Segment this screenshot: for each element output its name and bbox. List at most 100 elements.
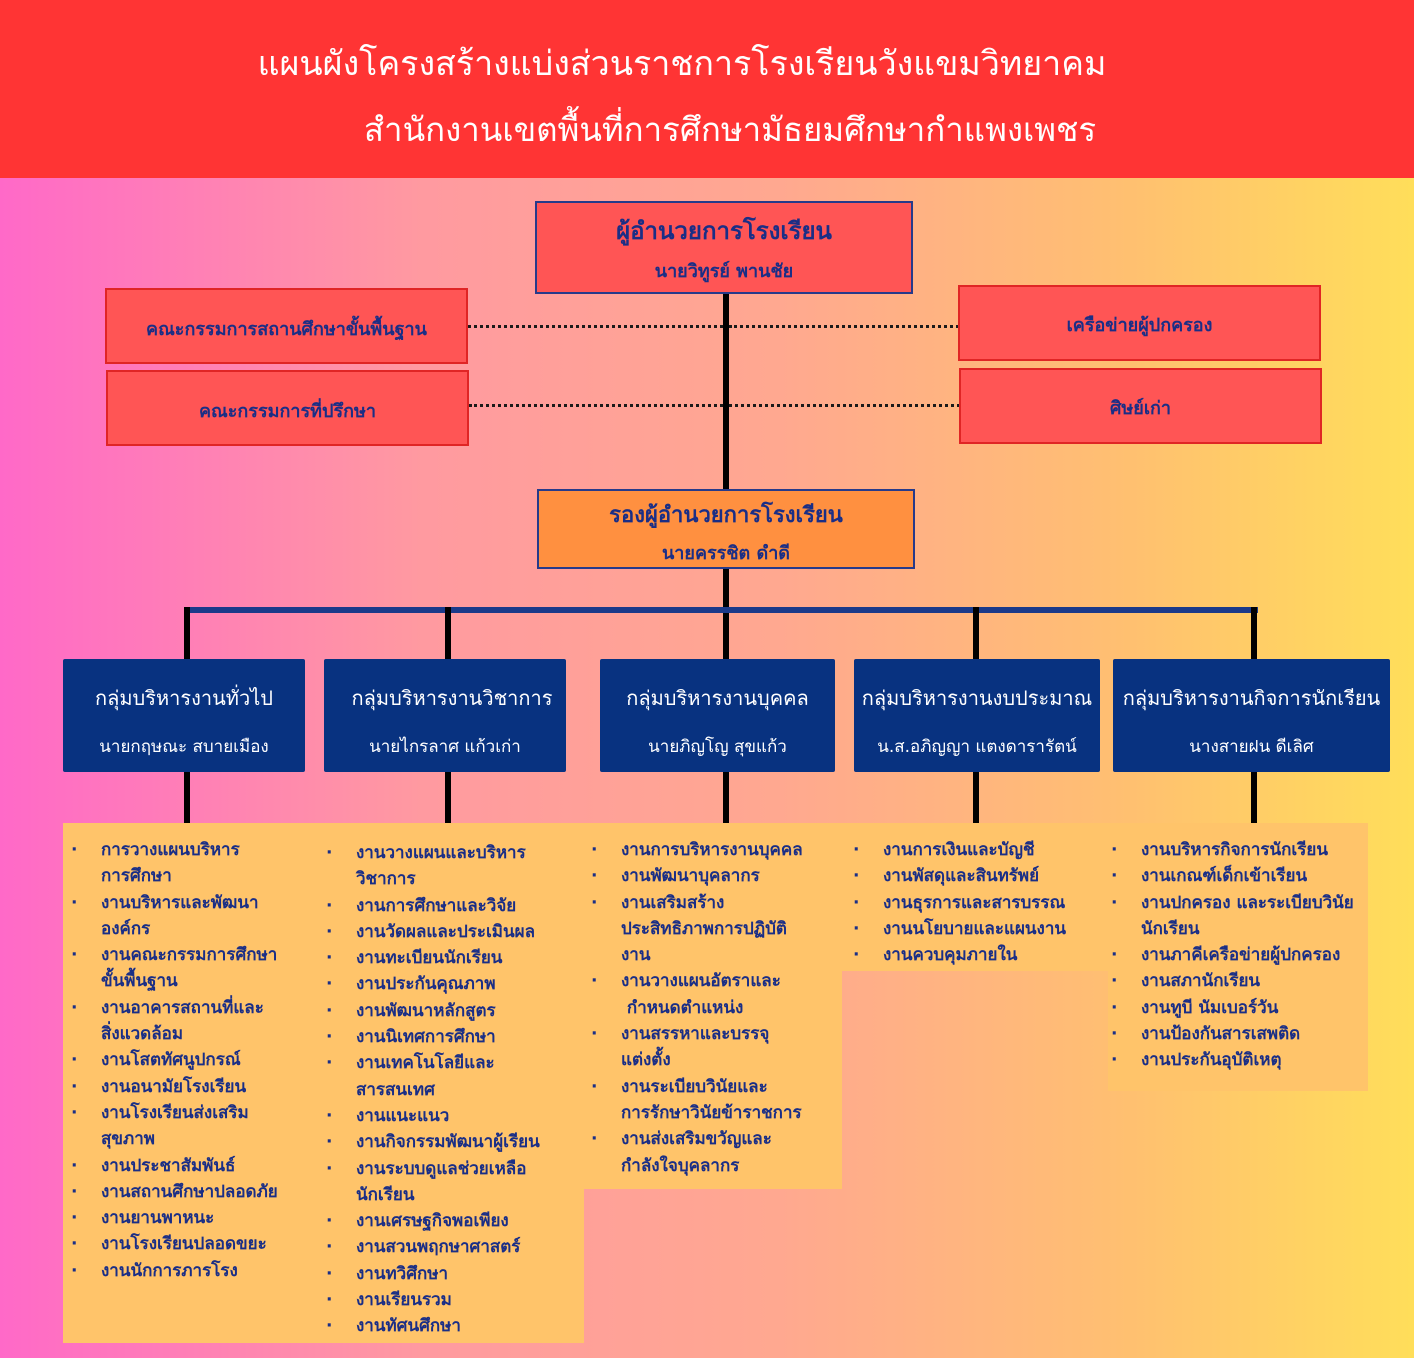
bullet-icon: · xyxy=(1111,840,1118,860)
alumni-label: ศิษย์เก่า xyxy=(1110,398,1171,419)
task-item: ·งานทูบี นัมเบอร์วัน xyxy=(1111,995,1368,1021)
task-label: งานเศรษฐกิจพอเพียง xyxy=(356,1211,509,1232)
task-label: งานโรงเรียนปลอดขยะ xyxy=(101,1234,267,1255)
task-label: งานสวนพฤกษาศาสตร์ xyxy=(356,1237,521,1258)
task-item: ·งานนโยบายและแผนงาน xyxy=(853,916,1108,942)
task-item: · งานประกันอุบัติเหตุ xyxy=(1111,1047,1368,1073)
bullet-icon: · xyxy=(853,945,860,966)
task-item: · งานวัดผลและประเมินผล xyxy=(326,919,584,945)
bullet-icon: · xyxy=(71,840,78,860)
task-item: ·งานทะเบียนนักเรียน xyxy=(326,945,584,971)
bullet-icon: · xyxy=(71,1050,78,1071)
bullet-icon: · xyxy=(326,1027,333,1048)
bullet-icon: · xyxy=(71,1234,78,1255)
task-label: งานกิจกรรมพัฒนาผู้เรียน xyxy=(356,1132,540,1153)
bullet-icon: · xyxy=(591,1076,598,1097)
group-academic-person: นายไกรลาศ แก้วเก่า xyxy=(369,737,521,757)
bullet-icon: · xyxy=(591,1129,598,1150)
task-label: งานวัดผลและประเมินผล xyxy=(356,921,536,942)
deputy-director-name: นายครรชิต ดำดี xyxy=(662,543,790,564)
task-label: งานสภานักเรียน xyxy=(1141,971,1261,992)
group-student-affairs-box: กลุ่มบริหารงานกิจการนักเรียน นางสายฝน ดี… xyxy=(1113,659,1390,772)
bullet-icon: · xyxy=(853,866,860,887)
tasks-panel-budget: ·งานการเงินและบัญชี · งานพัสดุและสินทรัพย์… xyxy=(842,823,1108,971)
bullet-icon: · xyxy=(591,892,598,913)
bullet-icon: · xyxy=(71,892,78,913)
task-label: งานภาคีเครือข่ายผู้ปกครอง xyxy=(1141,945,1341,966)
task-item: · งานเทคโนโลยีและ สารสนเทศ xyxy=(326,1050,584,1103)
task-item: ·งานยานพาหนะ xyxy=(71,1205,325,1231)
task-item: ·งานประกันคุณภาพ xyxy=(326,971,584,997)
group-academic-title: กลุ่มบริหารงานวิชาการ xyxy=(351,686,553,710)
task-item: ·งานโรงเรียนส่งเสริม สุขภาพ xyxy=(71,1100,325,1153)
alumni-box: ศิษย์เก่า xyxy=(959,368,1322,444)
task-item: · งานพัฒนาหลักสูตร xyxy=(326,998,584,1024)
group-personnel-box: กลุ่มบริหารงานบุคคล นายภิญโญ สุขแก้ว xyxy=(600,659,835,772)
bullet-icon: · xyxy=(326,921,333,942)
task-label: งานพัฒนาหลักสูตร xyxy=(356,1000,496,1021)
task-label: งานประกันอุบัติเหตุ xyxy=(1141,1050,1282,1071)
advisory-committee-label: คณะกรรมการที่ปรึกษา xyxy=(198,401,376,422)
task-label: งานพัสดุและสินทรัพย์ xyxy=(883,866,1040,887)
group-student-affairs-title: กลุ่มบริหารงานกิจการนักเรียน xyxy=(1122,686,1381,710)
task-item: ·งานประชาสัมพันธ์ xyxy=(71,1153,325,1179)
task-item: · การวางแผนบริหาร การศึกษา xyxy=(71,837,325,890)
task-item: ·งานทวิศึกษา xyxy=(326,1261,584,1287)
page-subtitle: สำนักงานเขตพื้นที่การศึกษามัธยมศึกษากำแพ… xyxy=(363,110,1097,149)
task-label: งานพัฒนาบุคลากร xyxy=(621,866,760,887)
bullet-icon: · xyxy=(1111,866,1118,887)
tasks-panel-general-admin: · การวางแผนบริหาร การศึกษา · งานบริหารและพั… xyxy=(63,823,325,1343)
bullet-icon: · xyxy=(71,997,78,1018)
bullet-icon: · xyxy=(71,1181,78,1202)
bullet-icon: · xyxy=(326,1290,333,1311)
deputy-director-box: รองผู้อำนวยการโรงเรียน นายครรชิต ดำดี xyxy=(537,489,915,569)
group-academic-box: กลุ่มบริหารงานวิชาการ นายไกรลาศ แก้วเก่า xyxy=(324,659,566,772)
bullet-icon: · xyxy=(71,1102,78,1123)
task-label: การวางแผนบริหาร การศึกษา xyxy=(101,840,240,887)
task-label: งานสถานศึกษาปลอดภัย xyxy=(101,1181,278,1202)
task-label: งานบริหารและพัฒนา องค์กร xyxy=(101,892,259,939)
task-list-budget: ·งานการเงินและบัญชี · งานพัสดุและสินทรัพย์… xyxy=(842,823,1108,968)
task-item: ·งานการเงินและบัญชี xyxy=(853,837,1108,863)
bullet-icon: · xyxy=(591,840,598,860)
bullet-icon: · xyxy=(1111,997,1118,1018)
group-budget-title: กลุ่มบริหารงานงบประมาณ xyxy=(861,686,1093,710)
task-item: ·งานเรียนรวม xyxy=(326,1287,584,1313)
bullet-icon: · xyxy=(1111,1050,1118,1071)
group-general-admin-person: นายกฤษณะ สบายเมือง xyxy=(99,737,269,757)
task-item: ·งานพัฒนาบุคลากร xyxy=(591,863,842,889)
task-label: งานปกครอง และระเบียบวินัย นักเรียน xyxy=(1141,892,1354,939)
task-label: งานควบคุมภายใน xyxy=(883,945,1018,966)
group-general-admin-title: กลุ่มบริหารงานทั่วไป xyxy=(95,686,273,710)
task-item: · งานพัสดุและสินทรัพย์ xyxy=(853,863,1108,889)
director-title: ผู้อำนวยการโรงเรียน xyxy=(616,217,832,245)
bullet-icon: · xyxy=(326,1132,333,1153)
task-label: งานการศึกษาและวิจัย xyxy=(356,895,517,916)
bullet-icon: · xyxy=(326,1053,333,1074)
bullet-icon: · xyxy=(326,1158,333,1179)
header-banner: แผนผังโครงสร้างแบ่งส่วนราชการโรงเรียนวัง… xyxy=(0,0,1414,178)
task-label: งานเทคโนโลยีและ สารสนเทศ xyxy=(356,1053,495,1100)
group-drop-line-2 xyxy=(445,607,451,661)
task-label: งานป้องกันสารเสพติด xyxy=(1141,1024,1301,1045)
task-label: งานโสตทัศนูปกรณ์ xyxy=(101,1050,241,1071)
task-label: งานนิเทศการศึกษา xyxy=(356,1027,496,1048)
bullet-icon: · xyxy=(326,1000,333,1021)
dotted-link-right-2 xyxy=(729,404,960,407)
task-item: ·งานเสริมสร้าง ประสิทธิภาพการปฏิบัติ งาน xyxy=(591,890,842,969)
bullet-icon: · xyxy=(591,1024,598,1045)
task-label: งานระเบียบวินัยและ การรักษาวินัยข้าราชกา… xyxy=(621,1076,802,1123)
bullet-icon: · xyxy=(853,918,860,939)
bullet-icon: · xyxy=(591,971,598,992)
parent-network-label: เครือข่ายผู้ปกครอง xyxy=(1066,315,1213,336)
director-name: นายวิทูรย์ พานชัย xyxy=(654,261,794,282)
task-item: · งานควบคุมภายใน xyxy=(853,942,1108,968)
bullet-icon: · xyxy=(326,1211,333,1232)
task-item: · งานโสตทัศนูปกรณ์ xyxy=(71,1047,325,1073)
task-label: งานอนามัยโรงเรียน xyxy=(101,1076,247,1097)
task-list-student-affairs: ·งานบริหารกิจการนักเรียน·งานเกณฑ์เด็กเข้… xyxy=(1108,823,1368,1074)
task-item: ·งานส่งเสริมขวัญและ กำลังใจบุคลากร xyxy=(591,1126,842,1179)
task-item: ·งานสวนพฤกษาศาสตร์ xyxy=(326,1234,584,1260)
task-item: ·งานนักการภารโรง xyxy=(71,1258,325,1284)
task-item: ·งานการบริหารงานบุคคล xyxy=(591,837,842,863)
